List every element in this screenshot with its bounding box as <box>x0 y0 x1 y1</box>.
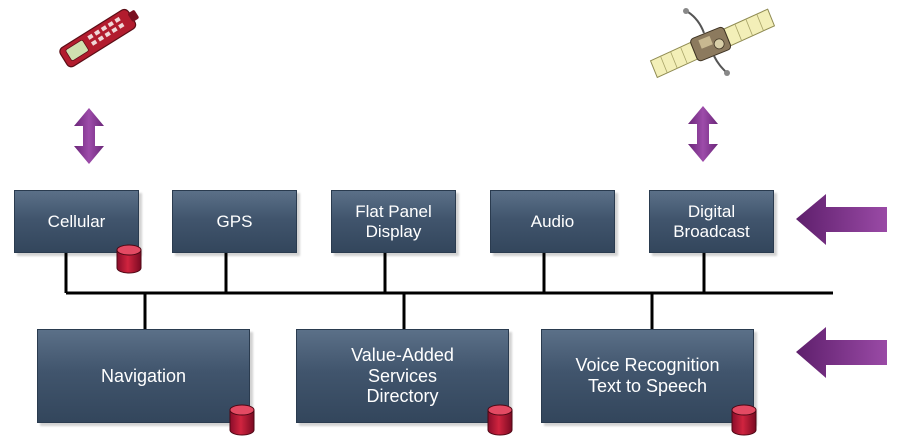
double-arrow-icon <box>688 106 718 162</box>
component-label: Cellular <box>47 211 106 231</box>
component-box-navigation: Navigation <box>37 329 250 423</box>
component-box-digital-broadcast: Digital Broadcast <box>649 190 774 253</box>
component-box-flat-panel-display: Flat Panel Display <box>331 190 456 253</box>
database-cylinder-icon <box>116 244 142 274</box>
double-arrow-icon <box>74 108 104 164</box>
component-label: Voice Recognition Text to Speech <box>575 355 720 396</box>
left-arrow-icon <box>796 327 887 378</box>
component-box-value-added-services: Value-Added Services Directory <box>296 329 509 423</box>
component-label: Audio <box>530 211 575 231</box>
database-cylinder-icon <box>229 404 255 436</box>
component-label: GPS <box>216 211 253 231</box>
component-label: Value-Added Services Directory <box>351 344 454 407</box>
component-box-gps: GPS <box>172 190 297 253</box>
database-cylinder-icon <box>487 404 513 436</box>
component-box-cellular: Cellular <box>14 190 139 253</box>
component-box-audio: Audio <box>490 190 615 253</box>
component-label: Digital Broadcast <box>673 201 750 241</box>
component-box-voice-recognition: Voice Recognition Text to Speech <box>541 329 754 423</box>
left-arrow-icon <box>796 194 887 245</box>
component-label: Flat Panel Display <box>355 201 432 241</box>
satellite-icon <box>649 8 776 79</box>
component-label: Navigation <box>100 365 187 386</box>
cellular-phone-icon <box>59 8 139 68</box>
database-cylinder-icon <box>731 404 757 436</box>
